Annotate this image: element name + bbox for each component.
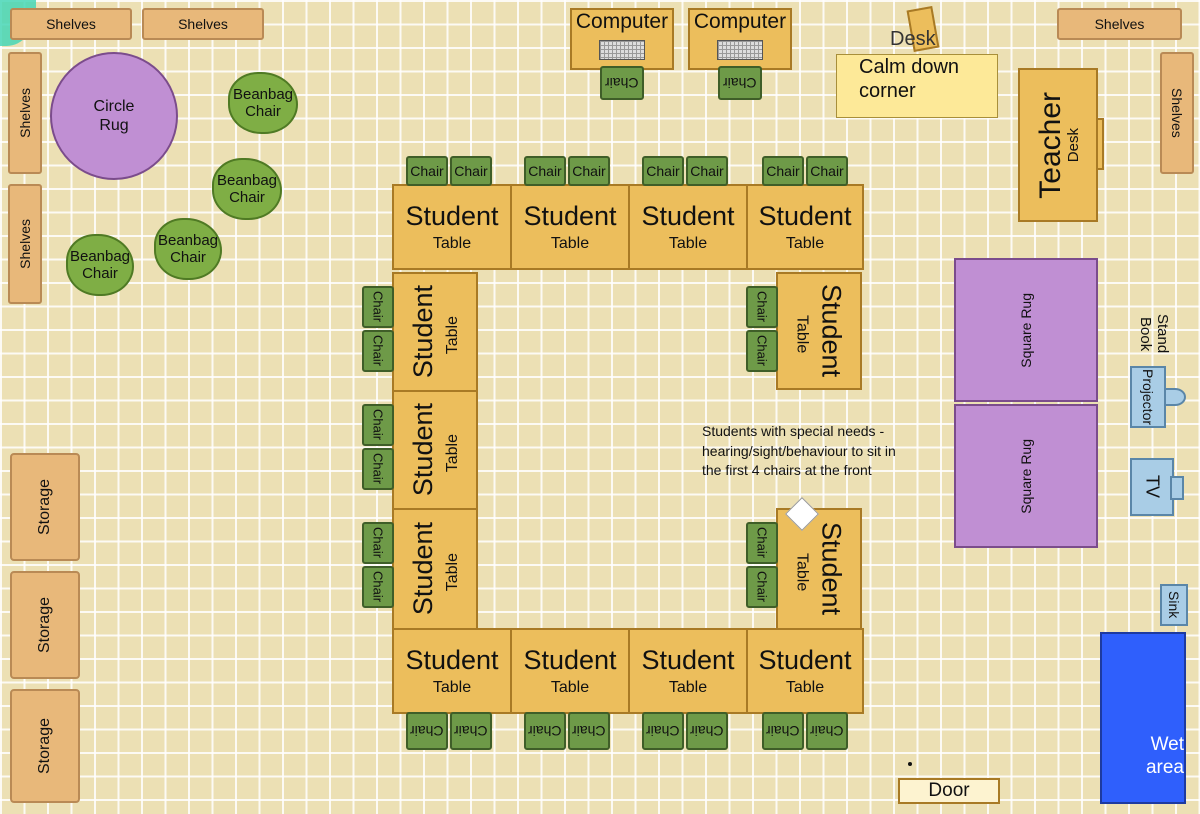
chair-top-4: Chair [568,156,610,186]
chair-right-1: Chair [746,286,778,328]
storage-3: Storage [10,689,80,803]
teacher-chair [1096,118,1104,170]
chair-bottom-5: Chair [642,712,684,750]
chair-left-3: Chair [362,404,394,446]
computer-1: Computer [570,8,674,70]
chair-right-2: Chair [746,330,778,372]
chair-bottom-8: Chair [806,712,848,750]
shelves-top-right: Shelves [1057,8,1182,40]
chair-right-3: Chair [746,522,778,564]
storage-1: Storage [10,453,80,561]
chair-left-2: Chair [362,330,394,372]
shelves-left-2: Shelves [8,184,42,304]
shelves-top-left-2: Shelves [142,8,264,40]
keyboard-icon [717,40,763,60]
special-needs-note: Students with special needs - hearing/si… [702,423,896,479]
keyboard-icon [599,40,645,60]
chair-top-7: Chair [762,156,804,186]
chair-bottom-3: Chair [524,712,566,750]
chair-left-1: Chair [362,286,394,328]
chair-bottom-7: Chair [762,712,804,750]
tv-stand-icon [1170,476,1184,500]
computer-chair-2: Chair [718,66,762,100]
chair-top-6: Chair [686,156,728,186]
projector-lens-icon [1164,388,1186,406]
chair-bottom-1: Chair [406,712,448,750]
storage-2: Storage [10,571,80,679]
tv: TV [1130,458,1174,516]
chair-bottom-4: Chair [568,712,610,750]
chair-top-5: Chair [642,156,684,186]
square-rug-1: Square Rug [954,258,1098,402]
computer-chair-1: Chair [600,66,644,100]
dot-marker [908,762,912,766]
chair-bottom-6: Chair [686,712,728,750]
desk-label: Desk [890,28,936,50]
chair-bottom-2: Chair [450,712,492,750]
chair-left-5: Chair [362,522,394,564]
chair-top-1: Chair [406,156,448,186]
shelves-right: Shelves [1160,52,1194,174]
teacher-desk: Teacher Desk [1018,68,1098,222]
chair-top-3: Chair [524,156,566,186]
chair-top-2: Chair [450,156,492,186]
chair-right-4: Chair [746,566,778,608]
door: Door [898,778,1000,804]
shelves-top-left-1: Shelves [10,8,132,40]
chair-left-4: Chair [362,448,394,490]
chair-top-8: Chair [806,156,848,186]
square-rug-2: Square Rug [954,404,1098,548]
projector: Projector [1130,366,1166,428]
computer-2: Computer [688,8,792,70]
sink: Sink [1160,584,1188,626]
chair-left-6: Chair [362,566,394,608]
shelves-left-1: Shelves [8,52,42,174]
